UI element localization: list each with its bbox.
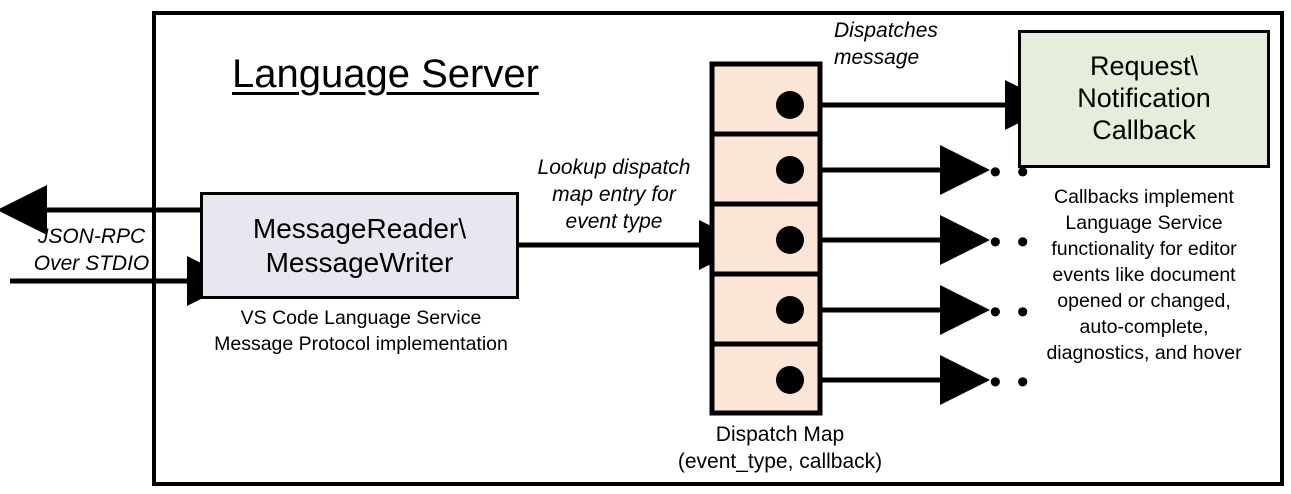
edge-label-lookup-dispatch-map: Lookup dispatch map entry for event type [537,156,691,233]
node-message-reader-writer-caption: VS Code Language Service Message Protoco… [214,307,508,355]
edge-label-dispatches-message: Dispatches message [834,19,938,69]
page-title: Language Server [232,52,539,96]
edge-label-jsonrpc-over-stdio: JSON-RPC Over STDIO [33,225,150,275]
ellipsis-row4: • • • [962,293,1032,331]
ellipsis-row5: • • • [962,363,1032,401]
ellipsis-row3: • • • [962,223,1032,261]
ellipsis-row2: • • • [962,153,1032,191]
node-message-reader-writer[interactable]: MessageReader\ MessageWriter [200,192,519,299]
node-request-notification-callback[interactable]: Request\ Notification Callback [1018,30,1270,168]
dispatch-map-dots [776,91,804,394]
node-callback-caption: Callbacks implement Language Service fun… [1046,186,1242,364]
language-server-frame [152,11,1284,486]
dispatch-map-table [709,61,823,416]
dispatch-map-caption: Dispatch Map (event_type, callback) [677,423,883,474]
